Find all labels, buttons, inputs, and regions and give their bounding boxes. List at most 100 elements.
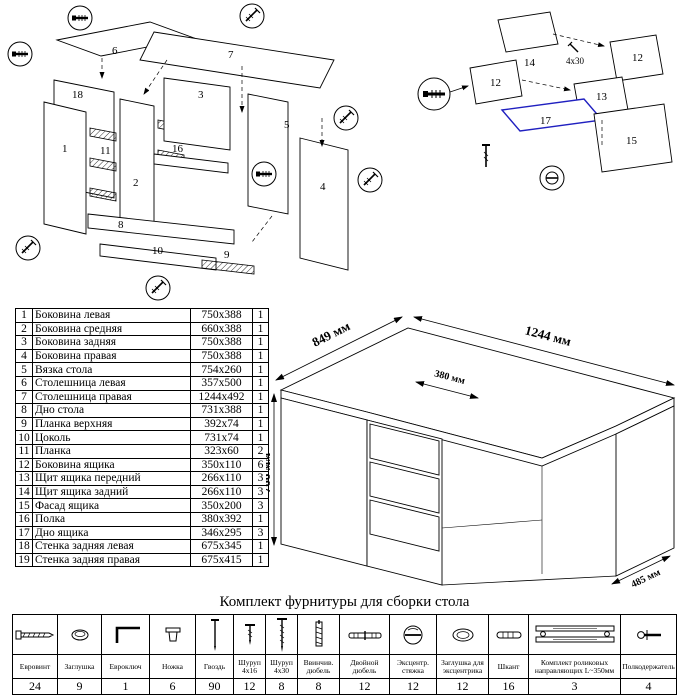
screw-callout-icon bbox=[15, 235, 41, 261]
part-name: Боковина правая bbox=[32, 348, 191, 364]
part-number: 7 bbox=[15, 389, 33, 405]
drawer-rail bbox=[89, 187, 117, 202]
part-name: Полка bbox=[32, 511, 191, 527]
part-label-7: 7 bbox=[228, 49, 234, 61]
screw-icon bbox=[482, 144, 490, 167]
screw-callout-icon bbox=[357, 167, 383, 193]
part-label-9: 9 bbox=[224, 249, 230, 261]
part-number: 11 bbox=[15, 443, 33, 459]
part-size: 750x388 bbox=[190, 335, 253, 350]
part-name: Стенка задняя левая bbox=[32, 539, 191, 554]
part-size: 392x74 bbox=[190, 416, 253, 432]
eurovint-callout-icon bbox=[417, 77, 451, 111]
hardware-name: Шкант bbox=[489, 655, 528, 679]
part-number: 8 bbox=[15, 403, 33, 418]
part-number: 12 bbox=[15, 457, 33, 473]
part-label-6: 6 bbox=[112, 45, 118, 57]
screw-callout-icon bbox=[333, 105, 359, 131]
guide-line bbox=[251, 215, 273, 243]
hardware-qty: 12 bbox=[456, 679, 469, 693]
eurovint-callout-icon bbox=[66, 4, 94, 32]
hardware-item: Ввинчив. дюбель 8 bbox=[298, 615, 340, 694]
hardware-qty: 1 bbox=[122, 679, 129, 693]
part-size: 266x110 bbox=[190, 471, 253, 486]
hardware-item: Заглушка для эксцентрика 12 bbox=[437, 615, 489, 694]
part-name: Стенка задняя правая bbox=[32, 552, 191, 568]
part-qty: 1 bbox=[252, 335, 269, 350]
hardware-item: Эксцентр. стяжка 12 bbox=[390, 615, 437, 694]
hardware-item: Евроключ 1 bbox=[102, 615, 150, 694]
part-number: 18 bbox=[15, 539, 33, 554]
hardware-qty: 12 bbox=[358, 679, 371, 693]
hardware-qty: 3 bbox=[571, 679, 578, 693]
part-label-17: 17 bbox=[540, 115, 552, 127]
part-number: 17 bbox=[15, 525, 33, 541]
hardware-qty: 90 bbox=[208, 679, 221, 693]
part-label-3: 3 bbox=[198, 89, 204, 101]
hardware-item: Шуруп 4x30 8 bbox=[266, 615, 298, 694]
part-size: 675x345 bbox=[190, 539, 253, 554]
dim-label-766: 766 мм bbox=[266, 453, 273, 494]
part-size: 380x392 bbox=[190, 511, 253, 527]
hardware-name: Ввинчив. дюбель bbox=[298, 655, 339, 679]
bottom-edge bbox=[441, 575, 617, 586]
part-size: 754x260 bbox=[190, 362, 253, 377]
hex-key-icon bbox=[102, 615, 149, 655]
part-label-5: 5 bbox=[284, 119, 290, 131]
part-qty: 1 bbox=[252, 389, 269, 405]
dim-line-380 bbox=[415, 381, 479, 399]
part-name: Боковина задняя bbox=[32, 335, 191, 350]
part-label-8: 8 bbox=[118, 219, 124, 231]
drawer-rail bbox=[89, 157, 117, 172]
screw-4x30-icon bbox=[266, 615, 297, 655]
part-qty: 1 bbox=[252, 552, 269, 568]
hardware-name: Шуруп 4x30 bbox=[266, 655, 297, 679]
hardware-name: Полкодержатель bbox=[621, 655, 676, 679]
hardware-name: Евроключ bbox=[102, 655, 149, 679]
hardware-name: Ножка bbox=[150, 655, 195, 679]
part-label-15: 15 bbox=[626, 135, 638, 147]
screw-4x16-icon bbox=[234, 615, 265, 655]
hardware-qty: 8 bbox=[278, 679, 285, 693]
part-label-13: 13 bbox=[596, 91, 608, 103]
furniture-foot-icon bbox=[150, 615, 195, 655]
part-name: Дно ящика bbox=[32, 525, 191, 541]
side-left-1 bbox=[43, 101, 87, 235]
screw-size-note: 4x30 bbox=[566, 56, 585, 66]
part-number: 19 bbox=[15, 552, 33, 568]
tie-panel-5 bbox=[247, 93, 289, 215]
hardware-item: Шуруп 4x16 12 bbox=[234, 615, 266, 694]
part-name: Боковина левая bbox=[32, 308, 191, 323]
part-number: 10 bbox=[15, 430, 33, 445]
hardware-name: Комплект роликовых направляющих L~350мм bbox=[529, 655, 620, 679]
roller-slide-icon bbox=[529, 615, 620, 655]
hardware-item: Полкодержатель 4 bbox=[621, 615, 676, 694]
part-size: 675x415 bbox=[190, 552, 253, 568]
hardware-name: Заглушка bbox=[58, 655, 101, 679]
part-name: Дно стола bbox=[32, 403, 191, 418]
part-name: Щит ящика задний bbox=[32, 484, 191, 500]
drawer-front bbox=[369, 499, 440, 552]
bottom-8 bbox=[87, 213, 235, 245]
dowel-icon bbox=[489, 615, 528, 655]
hardware-name: Шуруп 4x16 bbox=[234, 655, 265, 679]
eurovint-callout-icon bbox=[250, 160, 278, 188]
hardware-item: Гвоздь 90 bbox=[196, 615, 234, 694]
part-size: 350x110 bbox=[190, 457, 253, 473]
shelf-16 bbox=[153, 153, 229, 174]
cam-lock-callout-icon bbox=[539, 165, 565, 191]
part-name: Столешница левая bbox=[32, 375, 191, 391]
part-size: 357x500 bbox=[190, 375, 253, 391]
part-label-12: 12 bbox=[490, 77, 501, 89]
side-middle-2 bbox=[119, 98, 155, 229]
part-size: 750x388 bbox=[190, 348, 253, 364]
part-number: 5 bbox=[15, 362, 33, 377]
side-right-4 bbox=[299, 137, 349, 271]
double-dowel-icon bbox=[340, 615, 389, 655]
